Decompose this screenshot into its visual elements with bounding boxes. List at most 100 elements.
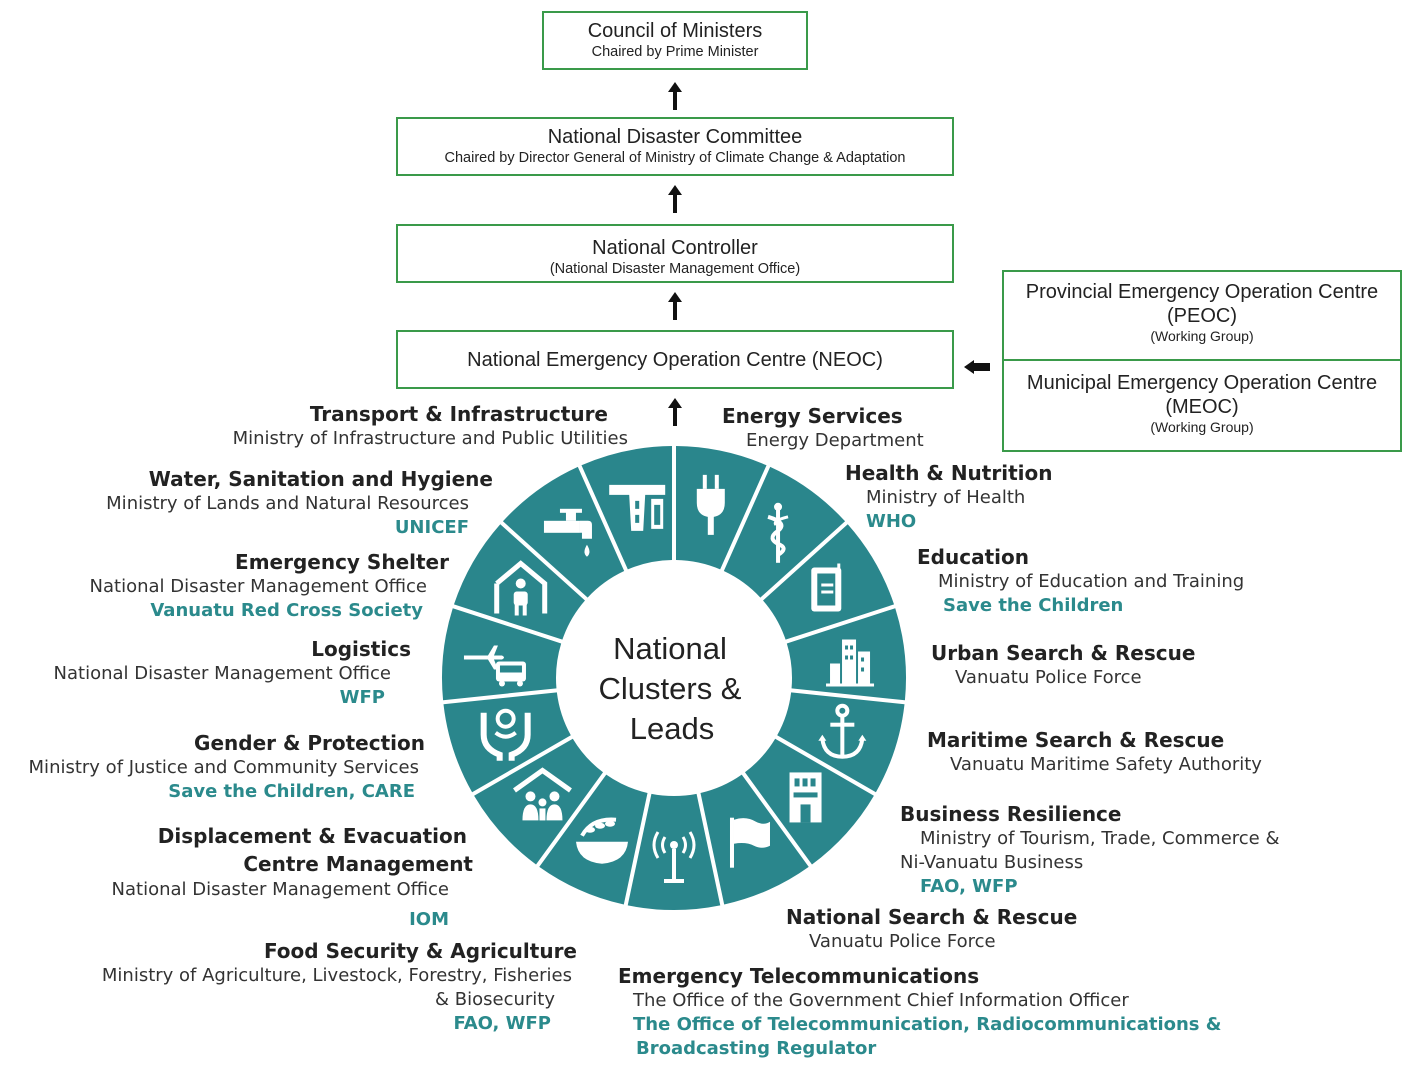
cluster-lead: National Disaster Management Office	[53, 663, 391, 684]
cluster-name: Transport & Infrastructure	[309, 402, 608, 426]
cluster-lead: Ministry of Justice and Community Servic…	[28, 757, 419, 778]
hands-person-icon	[480, 708, 531, 761]
council-title: Council of Ministers	[587, 20, 763, 42]
cluster-partner: Save the Children	[943, 595, 1124, 616]
wheel-center	[562, 566, 786, 790]
neoc-title: National Emergency Operation Centre (NEO…	[467, 349, 883, 371]
road-icon	[609, 484, 666, 531]
wheel-segment	[443, 692, 571, 793]
cluster-partner: FAO, WFP	[920, 876, 1018, 897]
cluster-lead: Ministry of Lands and Natural Resources	[106, 493, 469, 514]
house-person-icon	[494, 560, 548, 616]
cluster-partner: The Office of Telecommunication, Radioco…	[633, 1014, 1222, 1035]
cluster-lead: The Office of the Government Chief Infor…	[633, 990, 1129, 1011]
cluster-wash: Water, Sanitation and Hygiene Ministry o…	[106, 467, 493, 540]
plug-icon	[696, 474, 725, 535]
ndc-box: National Disaster Committee Chaired by D…	[396, 117, 954, 176]
arrow-up-icon	[668, 82, 682, 110]
cluster-name: Emergency Shelter	[235, 550, 449, 574]
center-line3: Leads	[630, 711, 714, 746]
cluster-name: Water, Sanitation and Hygiene	[148, 467, 493, 491]
cluster-name: Gender & Protection	[194, 731, 425, 755]
cluster-maritime: Maritime Search & Rescue Vanuatu Maritim…	[927, 728, 1262, 777]
cluster-lead: National Disaster Management Office	[89, 576, 427, 597]
wheel-icons	[463, 474, 875, 883]
cluster-lead: Energy Department	[746, 430, 924, 451]
arrow-up-icon	[668, 185, 682, 213]
cluster-name: Emergency Telecommunications	[618, 964, 980, 988]
caduceus-icon	[767, 502, 789, 563]
cluster-telecom: Emergency Telecommunications The Office …	[618, 964, 1221, 1061]
cluster-lead: Ministry of Tourism, Trade, Commerce &	[920, 828, 1280, 849]
cluster-lead: Vanuatu Police Force	[809, 931, 996, 952]
cluster-lead: Vanuatu Police Force	[955, 667, 1142, 688]
cluster-lead: Ministry of Agriculture, Livestock, Fore…	[101, 965, 572, 986]
business-building-icon	[789, 772, 822, 823]
peoc-sub: (Working Group)	[1150, 328, 1254, 344]
cluster-name: Displacement & Evacuation	[157, 824, 467, 848]
buildings-icon	[826, 639, 875, 687]
peoc-abbr: (PEOC)	[1167, 305, 1237, 327]
meoc-title: Municipal Emergency Operation Centre	[1026, 372, 1378, 394]
anchor-icon	[818, 703, 867, 759]
wheel-segment	[723, 466, 846, 598]
cluster-name: Business Resilience	[900, 802, 1122, 826]
cluster-displacement: Displacement & Evacuation Centre Managem…	[112, 822, 473, 932]
cluster-name-2: Centre Management	[243, 852, 473, 876]
cluster-usar: Urban Search & Rescue Vanuatu Police For…	[931, 641, 1195, 690]
family-shelter-icon	[513, 767, 572, 821]
cluster-name: Logistics	[311, 637, 411, 661]
cluster-health: Health & Nutrition Ministry of Health WH…	[845, 461, 1052, 534]
water-tap-icon	[543, 508, 592, 557]
center-line1: National	[613, 631, 727, 666]
cluster-lead: National Disaster Management Office	[111, 879, 449, 900]
controller-title: National Controller	[592, 237, 758, 259]
cluster-name: Energy Services	[722, 404, 903, 428]
flag-icon	[729, 817, 770, 868]
cluster-partner: FAO, WFP	[453, 1013, 551, 1034]
council-sub: Chaired by Prime Minister	[591, 44, 759, 60]
cluster-lead-2: Ni-Vanuatu Business	[900, 852, 1084, 873]
cluster-business: Business Resilience Ministry of Tourism,…	[900, 802, 1280, 899]
ndc-sub: Chaired by Director General of Ministry …	[444, 150, 906, 166]
arrow-left-icon	[964, 360, 990, 374]
arrow-up-icon	[668, 292, 682, 320]
cluster-name: Maritime Search & Rescue	[927, 728, 1225, 752]
cluster-name: Food Security & Agriculture	[263, 939, 577, 963]
arrow-up-icon	[668, 398, 682, 426]
cluster-partner: WHO	[866, 511, 917, 532]
cluster-lead: Vanuatu Maritime Safety Authority	[950, 754, 1262, 775]
controller-box: National Controller (National Disaster M…	[396, 224, 954, 283]
cluster-energy: Energy Services Energy Department	[722, 404, 924, 453]
meoc-sub: (Working Group)	[1150, 419, 1254, 435]
cluster-shelter: Emergency Shelter National Disaster Mana…	[90, 550, 449, 623]
cluster-name: Education	[917, 545, 1029, 569]
cluster-name: Health & Nutrition	[845, 461, 1053, 485]
peoc-title: Provincial Emergency Operation Centre	[1025, 281, 1379, 303]
book-icon	[811, 563, 842, 612]
ndc-title: National Disaster Committee	[547, 126, 803, 148]
meoc-box: Municipal Emergency Operation Centre (ME…	[1002, 359, 1402, 452]
cluster-name: Urban Search & Rescue	[931, 641, 1196, 665]
cluster-name: National Search & Rescue	[786, 905, 1078, 929]
cluster-transport: Transport & Infrastructure Ministry of I…	[233, 402, 628, 451]
controller-sub: (National Disaster Management Office)	[549, 261, 801, 277]
cluster-gender: Gender & Protection Ministry of Justice …	[29, 731, 425, 804]
cluster-lead: Ministry of Infrastructure and Public Ut…	[232, 428, 628, 449]
peoc-box: Provincial Emergency Operation Centre (P…	[1002, 270, 1402, 361]
neoc-box: National Emergency Operation Centre (NEO…	[396, 330, 954, 389]
cluster-education: Education Ministry of Education and Trai…	[917, 545, 1244, 618]
cluster-lead-2: & Biosecurity	[435, 989, 555, 1010]
wheel-segment	[581, 446, 673, 570]
wheel-segment	[442, 608, 562, 701]
cluster-partner: IOM	[409, 909, 449, 930]
cluster-partner: Vanuatu Red Cross Society	[150, 600, 423, 621]
cluster-partner: Save the Children, CARE	[168, 781, 415, 802]
center-line2: Clusters &	[599, 671, 742, 706]
cluster-nsar: National Search & Rescue Vanuatu Police …	[786, 905, 1077, 954]
food-bowl-icon	[576, 817, 629, 864]
council-box: Council of Ministers Chaired by Prime Mi…	[542, 11, 808, 70]
antenna-icon	[652, 831, 696, 883]
cluster-food: Food Security & Agriculture Ministry of …	[102, 939, 577, 1036]
